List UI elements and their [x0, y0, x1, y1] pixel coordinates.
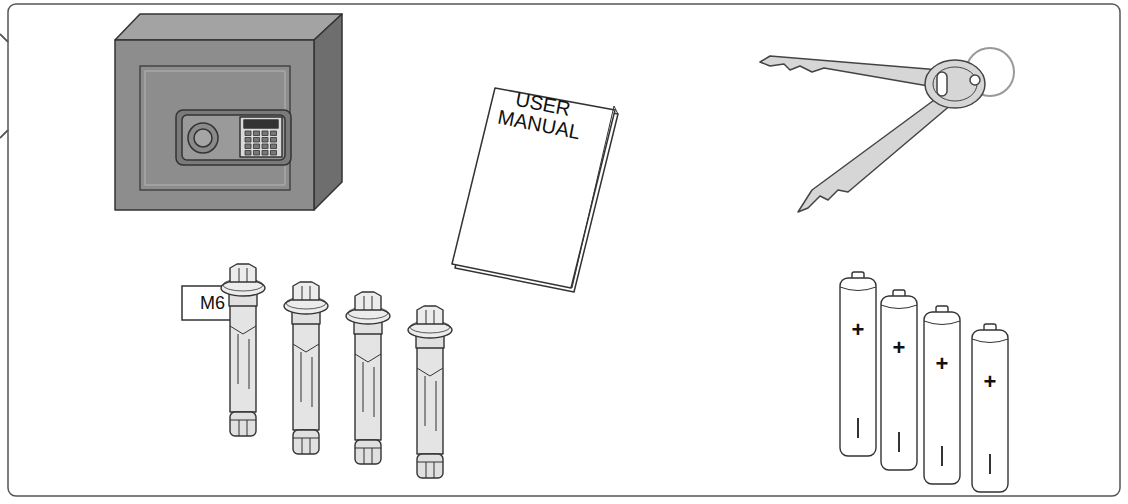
- polarity-mark: +: [936, 353, 949, 375]
- frame-bracket: [0, 34, 8, 138]
- anchor-bolt: [221, 264, 265, 436]
- stroke: [426, 310, 434, 324]
- stroke: [293, 282, 319, 300]
- keypad-key: [271, 138, 277, 143]
- stroke: [924, 312, 960, 484]
- size-label: M6: [200, 294, 225, 313]
- keys: [760, 48, 1014, 212]
- keypad-key: [262, 144, 268, 149]
- stroke: [857, 418, 859, 438]
- stroke: [355, 354, 381, 417]
- stroke: [293, 438, 319, 454]
- stroke: [239, 268, 247, 282]
- keypad-key: [254, 151, 260, 156]
- keypad-key: [262, 138, 268, 143]
- batteries: [840, 272, 1008, 492]
- keypad-key: [245, 131, 251, 136]
- anchor-bolt: [284, 282, 328, 454]
- battery: [881, 290, 917, 470]
- stroke: [989, 454, 991, 474]
- keypad-key: [262, 151, 268, 156]
- keypad-key: [254, 144, 260, 149]
- stroke: [417, 462, 443, 478]
- stroke: [302, 286, 310, 300]
- keypad-key: [271, 144, 277, 149]
- stroke: [355, 292, 381, 310]
- anchor-bolts: [221, 264, 452, 478]
- stroke: [293, 344, 319, 407]
- keypad-key: [271, 131, 277, 136]
- battery: [924, 306, 960, 484]
- anchor-bolt: [346, 292, 390, 464]
- keypad-key: [271, 151, 277, 156]
- size-callout: M6: [182, 286, 243, 320]
- keypad-key: [245, 144, 251, 149]
- stroke: [230, 412, 256, 436]
- keypad-key: [254, 131, 260, 136]
- stroke: [417, 368, 443, 431]
- stroke: [924, 321, 960, 325]
- stroke: [881, 296, 917, 470]
- battery: [840, 272, 876, 456]
- stroke: [898, 432, 900, 452]
- keypad-key: [245, 138, 251, 143]
- stroke: [941, 446, 943, 466]
- stroke: [364, 296, 372, 310]
- stroke: [230, 326, 256, 389]
- stroke: [840, 287, 876, 291]
- stroke: [230, 420, 256, 436]
- stroke: [230, 300, 256, 412]
- keypad-key: [254, 138, 260, 143]
- stroke: [417, 454, 443, 478]
- stroke: [417, 342, 443, 454]
- stroke: [417, 306, 443, 324]
- polarity-mark: +: [852, 319, 865, 341]
- keypad-key: [245, 151, 251, 156]
- polarity-mark: +: [893, 337, 906, 359]
- polarity-mark: +: [984, 371, 997, 393]
- stroke: [355, 328, 381, 440]
- stroke: [881, 305, 917, 309]
- stroke: [972, 339, 1008, 343]
- keypad-key: [262, 131, 268, 136]
- stroke: [840, 278, 876, 456]
- stroke: [230, 264, 256, 282]
- stroke: [293, 430, 319, 454]
- safe: [115, 14, 342, 210]
- battery: [972, 324, 1008, 492]
- stroke: [972, 330, 1008, 492]
- stroke: [355, 440, 381, 464]
- stroke: [355, 448, 381, 464]
- anchor-bolt: [408, 306, 452, 478]
- stroke: [293, 318, 319, 430]
- frame: [8, 4, 1120, 496]
